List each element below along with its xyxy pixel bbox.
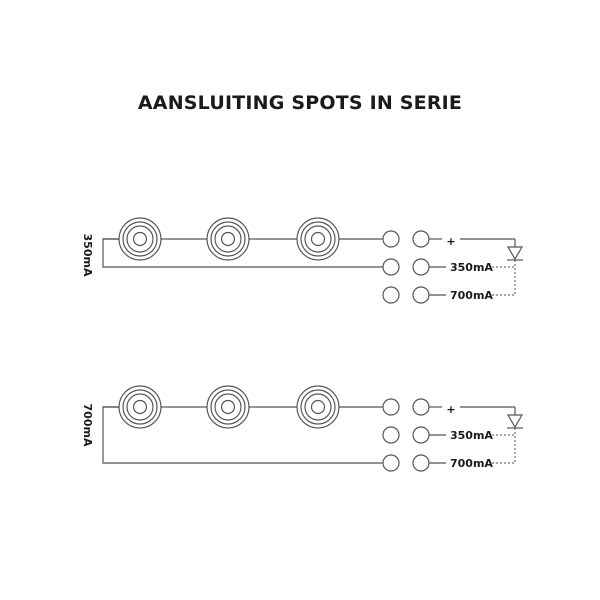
spot-outer-ring [206, 385, 250, 429]
diode-icon [506, 414, 524, 429]
output-700ma-label: 700mA [450, 289, 493, 302]
spot-icon [296, 385, 340, 429]
terminal-icon [412, 286, 430, 304]
spot-ring [122, 221, 158, 257]
wire-return [102, 406, 383, 464]
spot-ring [210, 389, 246, 425]
spot-icon [118, 385, 162, 429]
terminal-icon [412, 258, 430, 276]
spot-icon [206, 217, 250, 261]
spot-outer-ring [296, 385, 340, 429]
terminal-icon [382, 286, 400, 304]
spot-ring [300, 221, 336, 257]
spot-icon [118, 217, 162, 261]
terminal-icon [412, 398, 430, 416]
output-700ma-label: 700mA [450, 457, 493, 470]
spot-ring [126, 225, 154, 253]
spot-icon [296, 217, 340, 261]
output-350ma-label: 350mA [450, 429, 493, 442]
diagram-350ma: +350mA 700mA 350mA [81, 217, 524, 304]
spot-ring [304, 225, 332, 253]
terminal-icon [412, 230, 430, 248]
diode-icon [506, 246, 524, 261]
spot-ring [210, 221, 246, 257]
side-current-label: 350mA [81, 234, 94, 277]
page-title: AANSLUITING SPOTS IN SERIE [137, 92, 463, 114]
side-current-label: 700mA [81, 404, 94, 447]
terminal-icon [382, 230, 400, 248]
spot-ring [214, 225, 242, 253]
spot-center [132, 231, 148, 247]
spot-center [220, 231, 236, 247]
spot-ring [126, 393, 154, 421]
spot-ring [304, 393, 332, 421]
terminal-icon [412, 454, 430, 472]
terminal-icon [382, 426, 400, 444]
spot-outer-ring [118, 217, 162, 261]
spot-icon [206, 385, 250, 429]
spot-ring [214, 393, 242, 421]
diagram-700ma: +350mA 700mA 700mA [81, 385, 524, 472]
spot-center [310, 399, 326, 415]
plus-label: + [446, 403, 455, 416]
spot-center [220, 399, 236, 415]
spot-outer-ring [206, 217, 250, 261]
output-350ma-label: 350mA [450, 261, 493, 274]
terminal-icon [382, 398, 400, 416]
plus-label: + [446, 235, 455, 248]
terminal-icon [412, 426, 430, 444]
wire-return [102, 238, 383, 268]
spot-outer-ring [296, 217, 340, 261]
terminal-icon [382, 454, 400, 472]
spot-center [132, 399, 148, 415]
spot-ring [122, 389, 158, 425]
spot-center [310, 231, 326, 247]
spot-outer-ring [118, 385, 162, 429]
terminal-icon [382, 258, 400, 276]
spot-ring [300, 389, 336, 425]
